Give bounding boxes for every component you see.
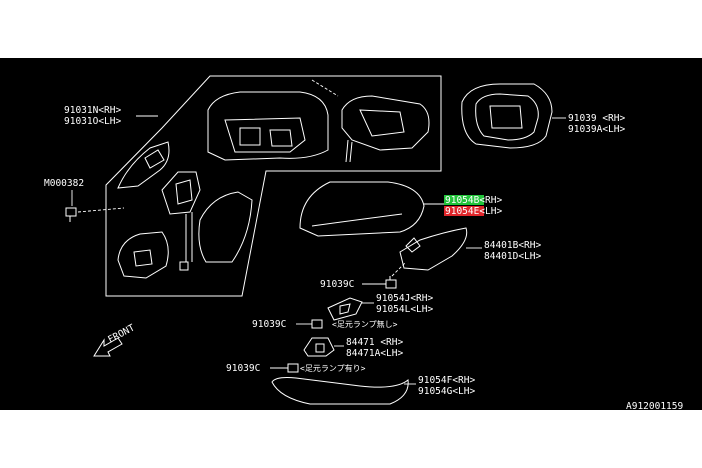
mirror-motor-inner <box>224 117 306 153</box>
note-no-foot-lamp: <足元ランプ無し> <box>332 319 398 329</box>
lower-base <box>117 231 169 279</box>
mirror-glass-inner <box>475 93 539 141</box>
actuator-body <box>161 171 201 215</box>
lower-cover-91054f <box>271 377 409 405</box>
screw-m000382 <box>65 207 77 222</box>
label-91039c-upper[interactable]: 91039C <box>320 279 354 290</box>
label-91031n[interactable]: 91031N<RH> <box>64 105 121 116</box>
small-screw-inner <box>179 261 189 271</box>
label-91054j[interactable]: 91054J<RH> <box>376 293 433 304</box>
label-91039c-lower[interactable]: 91039C <box>226 363 260 374</box>
label-84471[interactable]: 84471 <RH> <box>346 337 403 348</box>
mirror-bracket-right <box>341 95 430 151</box>
bracket-91054j <box>327 297 363 321</box>
highlight-91054e <box>444 206 484 216</box>
leader-dash-a <box>311 79 339 97</box>
diagram-code: A912001159 <box>626 401 683 412</box>
label-91054l[interactable]: 91054L<LH> <box>376 304 433 315</box>
label-91054b[interactable]: 91054B<RH> <box>445 195 502 206</box>
bracket-leg <box>345 139 353 163</box>
assembly-box <box>105 75 442 297</box>
mirror-motor-housing <box>207 91 329 161</box>
label-91031o[interactable]: 91031O<LH> <box>64 116 121 127</box>
label-91039c-middle[interactable]: 91039C <box>252 319 286 330</box>
cover-piece-detail <box>144 149 165 169</box>
label-m000382[interactable]: M000382 <box>44 178 84 189</box>
leader-dash-screw <box>77 207 125 213</box>
leader-dash-lamp <box>391 261 407 277</box>
label-91054e[interactable]: 91054E<LH> <box>445 206 502 217</box>
label-84471a[interactable]: 84471A<LH> <box>346 348 403 359</box>
pivot-bracket <box>198 191 253 263</box>
label-84401d[interactable]: 84401D<LH> <box>484 251 541 262</box>
label-84401b[interactable]: 84401B<RH> <box>484 240 541 251</box>
lamp-84471 <box>303 337 335 357</box>
front-arrow-icon <box>93 337 123 357</box>
highlight-91054b <box>444 195 484 205</box>
label-91039[interactable]: 91039 <RH> <box>568 113 625 124</box>
turn-lamp-part <box>399 227 468 271</box>
screw-91039c-upper <box>385 276 397 289</box>
turn-lamp-detail <box>405 237 421 253</box>
mirror-cover-edge <box>311 213 403 227</box>
mirror-glass-part <box>461 83 553 149</box>
label-91039a[interactable]: 91039A<LH> <box>568 124 625 135</box>
cover-piece-upper <box>117 141 170 189</box>
front-label: FRONT <box>106 322 137 345</box>
label-91054f[interactable]: 91054F<RH> <box>418 375 475 386</box>
screw-91039c-lower <box>287 363 299 373</box>
note-with-foot-lamp: <足元ランプ有り> <box>300 363 366 373</box>
label-91054g[interactable]: 91054G<LH> <box>418 386 475 397</box>
actuator-shaft <box>185 212 193 262</box>
mirror-cover-part <box>299 181 425 237</box>
screw-91039c-middle <box>311 319 323 329</box>
